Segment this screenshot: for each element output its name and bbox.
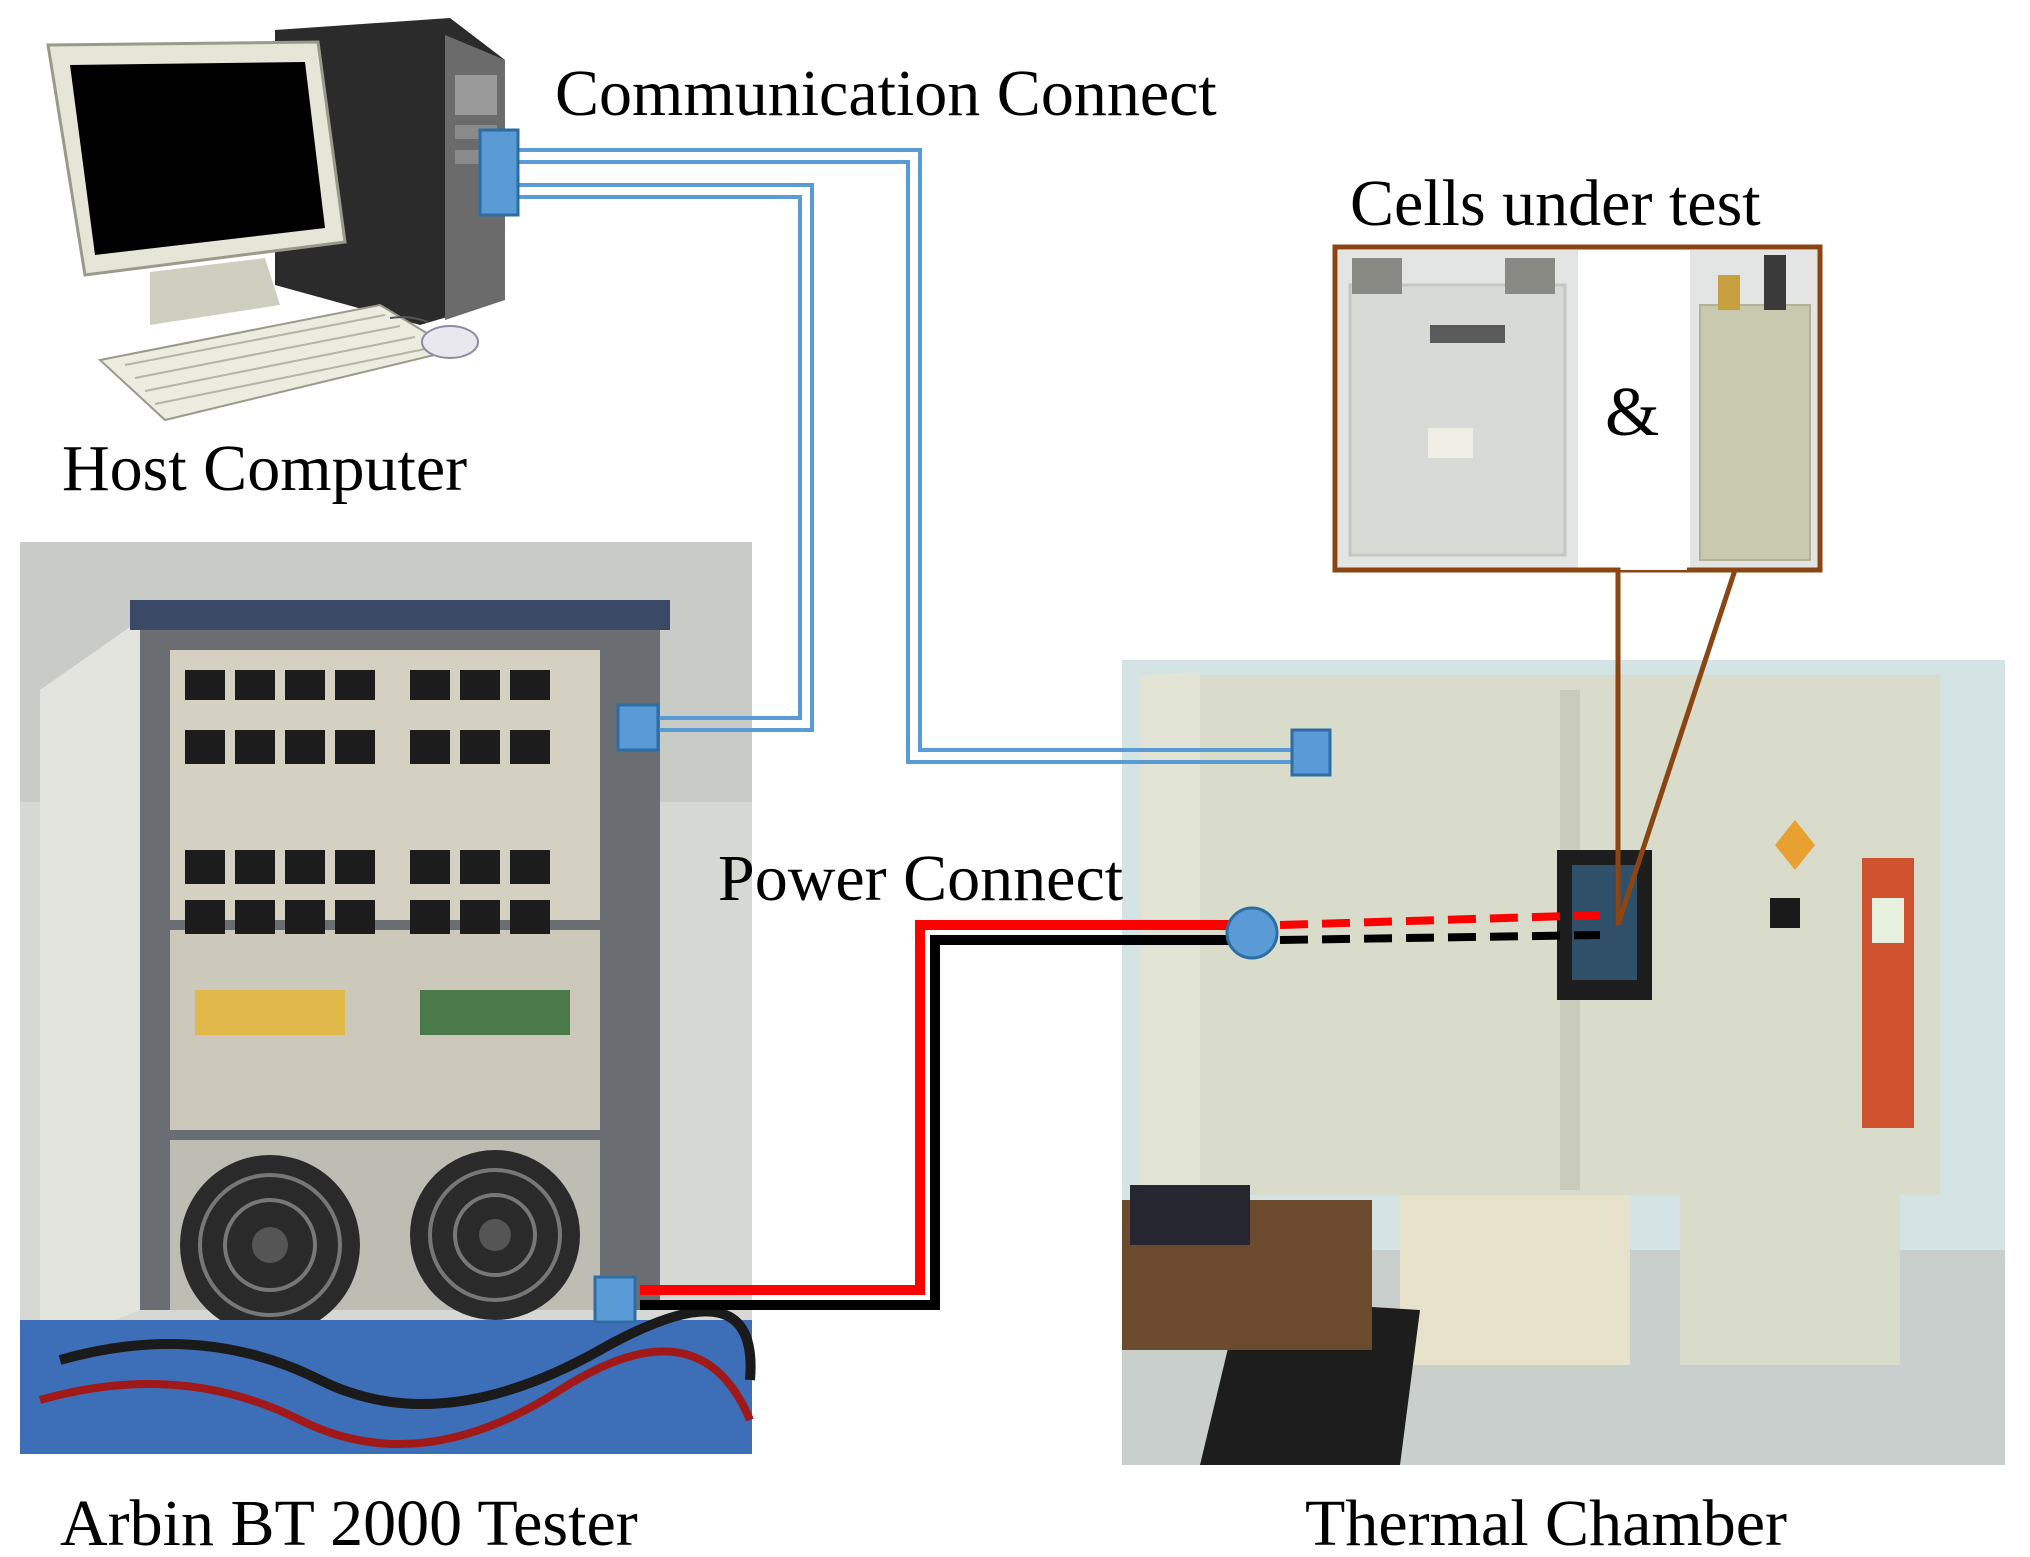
power-connect-label: Power Connect xyxy=(718,842,1123,915)
communication-connect-label: Communication Connect xyxy=(555,57,1217,130)
connector-chamber-power xyxy=(1225,906,1279,960)
power-cables xyxy=(640,911,1601,1310)
communication-cables xyxy=(510,148,1315,764)
thermal-chamber-photo xyxy=(1122,660,2005,1465)
arbin-tester-photo xyxy=(20,542,756,1454)
ampersand-label: & xyxy=(1605,374,1659,451)
connector-tester-power xyxy=(593,1275,637,1324)
cells-callout-frame xyxy=(1332,244,1823,926)
host-computer-label: Host Computer xyxy=(62,432,467,505)
host-computer-icon xyxy=(46,18,505,422)
arbin-tester-label: Arbin BT 2000 Tester xyxy=(60,1487,638,1557)
cells-under-test-photos xyxy=(1338,250,1818,570)
connector-tester-comm xyxy=(616,703,660,752)
thermal-chamber-label: Thermal Chamber xyxy=(1305,1487,1787,1557)
cells-under-test-label: Cells under test xyxy=(1350,167,1761,240)
connector-host xyxy=(478,128,520,217)
connector-chamber-comm xyxy=(1290,728,1332,777)
